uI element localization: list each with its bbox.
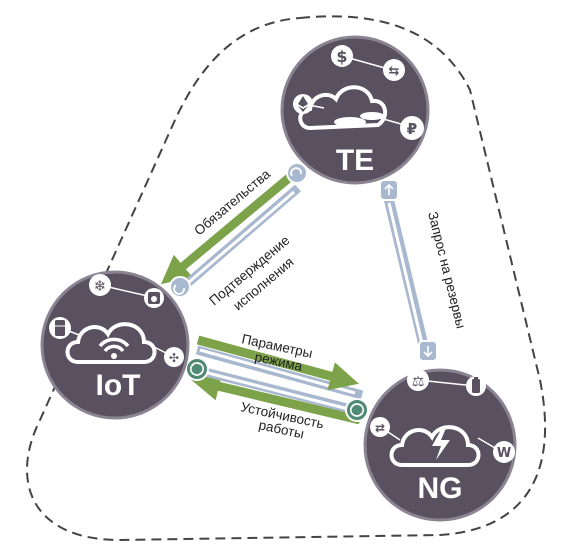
ruble-icon: ₽ [400,116,424,140]
exchange-icon: ⇆ [383,59,405,81]
snowflake-icon: ❄ [89,274,111,296]
battery-icon [466,376,486,396]
node-label-te: TE [336,144,374,177]
dollar-icon: $ [331,45,353,67]
node-ng[interactable]: NG ⚖ ⇄ W [363,368,517,522]
fan-icon: ✣ [164,347,184,367]
edge-iot-ng [190,335,364,425]
node-label-iot: IoT [96,369,141,402]
node-iot[interactable]: IoT ❄ ✣ [40,270,190,420]
svg-text:$: $ [336,47,347,66]
lightning-cloud-icon [389,425,481,467]
connector-te-bottom [286,162,308,184]
arrow-obligations [160,168,299,285]
arrow-stability [190,372,362,425]
svg-text:❄: ❄ [94,277,107,295]
svg-text:W: W [497,446,511,461]
svg-text:⇆: ⇆ [389,64,400,79]
watt-icon: W [493,441,515,463]
edge-ng-te [383,194,432,362]
svg-text:₽: ₽ [407,120,417,138]
svg-text:⚖: ⚖ [412,374,425,390]
wifi-cloud-icon [65,322,157,364]
ecosystem-border [26,15,547,542]
washing-machine-icon [144,288,164,308]
connector-iot-right [185,357,209,381]
node-te[interactable]: TE $ ⇆ ₽ [280,35,430,185]
scales-icon: ⚖ [407,369,429,391]
connector-te-right [379,179,399,201]
connector-ng-left [345,398,369,422]
shuffle-icon: ⇄ [370,417,390,437]
svg-text:✣: ✣ [169,351,179,365]
fridge-icon [49,317,71,339]
connector-iot-top [169,276,191,298]
ethereum-icon [293,94,313,114]
edge-te-iot [160,167,301,292]
svg-text:⇄: ⇄ [375,421,385,435]
connector-ng-top [418,340,438,362]
node-label-ng: NG [418,472,463,505]
